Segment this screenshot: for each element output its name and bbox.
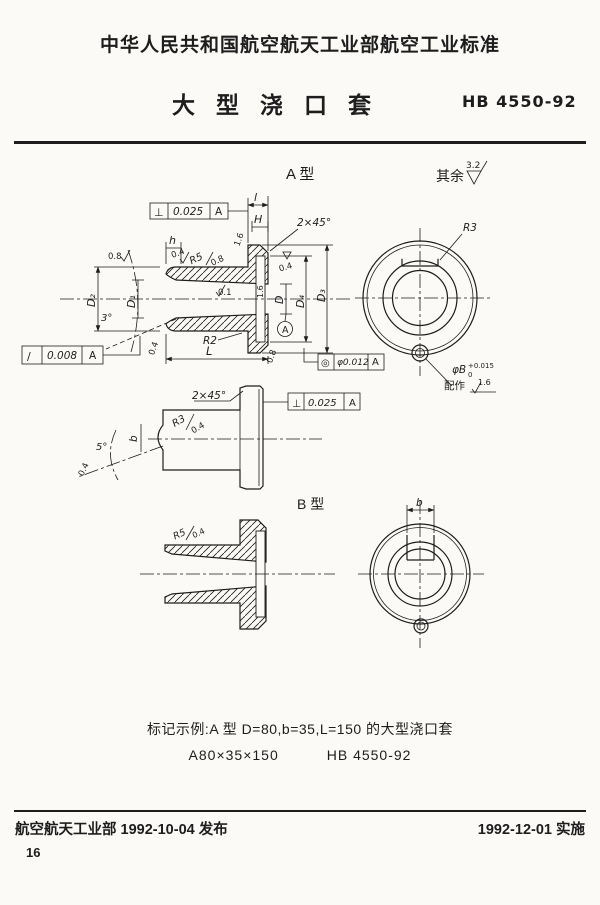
standard-number: HB 4550-92 [462, 92, 577, 111]
dim-D3: D₃ [315, 289, 328, 302]
pin-diameter: φB [452, 364, 466, 376]
designation-example-line: 标记示例:A 型 D=80,b=35,L=150 的大型浇口套 [146, 721, 454, 737]
tolerance-datum: A [89, 350, 97, 362]
pin-hole [413, 618, 429, 634]
type-a-section-view: ⊥ 0.025 A l H 2×45° 1.6 h 0.4 R5 0.8 [21, 191, 350, 365]
type-b-section-view: R5 0.4 [140, 519, 335, 630]
tolerance-value: 0.025 [308, 398, 337, 409]
finish-0-8: 0.8 [265, 349, 279, 365]
chamfer-label: 2×45° [192, 390, 226, 402]
designation-standard: HB 4550-92 [326, 747, 412, 763]
datum-letter: A [282, 325, 289, 336]
pin-hole-callout: φB +0.015 0 配作 1.6 [444, 362, 496, 394]
pin-finish: 1.6 [478, 378, 491, 387]
type-b-end-view: b [358, 497, 484, 648]
tolerance-symbol: ⊥ [154, 206, 164, 219]
tolerance-datum: A [349, 398, 356, 409]
designation-code: A80×35×150 [188, 747, 279, 763]
finish-0-4: 0.4 [77, 461, 92, 477]
tolerance-symbol: ◎ [321, 358, 330, 369]
fit-note: 配作 [444, 380, 465, 392]
dim-R2: R2 [203, 335, 217, 347]
surface-note-label: 其余 [436, 168, 464, 184]
section-hatch-top [164, 519, 267, 563]
dim-H: H [254, 213, 262, 226]
footer-issued: 航空航天工业部 1992-10-04 发布 [15, 822, 228, 838]
tolerance-datum: A [215, 206, 223, 218]
dim-R5: R5 [172, 527, 188, 542]
finish-0-4: 0.4 [170, 247, 186, 261]
dim-D: D [273, 296, 286, 304]
angle-3deg: 3° [101, 313, 112, 324]
dim-R5: R5 [188, 251, 205, 267]
standard-header-line: 中华人民共和国航空航天工业部航空工业标准 [99, 35, 500, 56]
designation-example-code: A80×35×150 HB 4550-92 [0, 747, 600, 763]
section-hatch-top [165, 244, 269, 285]
type-a-end-view: R3 φB +0.015 0 配作 1.6 ◎ φ0.012 A [303, 222, 496, 394]
tolerance-datum: A [372, 357, 379, 368]
pin-tol-upper: +0.015 [468, 362, 494, 370]
tolerance-symbol: ⊥ [292, 398, 301, 410]
type-b-label: B 型 [297, 496, 324, 512]
finish-0-1: 0.1 [218, 288, 232, 298]
slot-notch [401, 258, 439, 267]
dim-R3: R3 [170, 414, 187, 430]
surface-roughness-symbol: 3.2 [466, 160, 488, 185]
tolerance-symbol: ∕ [27, 350, 31, 363]
dim-D4: D₄ [294, 295, 307, 308]
footer-rule [14, 810, 586, 812]
tolerance-frame-concentricity: ◎ φ0.012 A [303, 348, 385, 371]
tolerance-value: 0.025 [173, 206, 203, 218]
angle-5deg: 5° [96, 442, 107, 453]
finish-0-4: 0.4 [147, 341, 161, 357]
finish-0-4: 0.4 [278, 261, 294, 274]
datum-circle [277, 321, 293, 337]
slot-notch [406, 535, 435, 561]
tolerance-frame-perpendicularity: ⊥ 0.025 A [149, 202, 248, 220]
chamfer-label: 2×45° [297, 217, 331, 229]
pin-hole [411, 344, 429, 362]
page-number: 16 [26, 845, 41, 860]
tolerance-frame-slope: ∕ 0.008 A [21, 336, 141, 365]
document-title: 大型浇口套 [172, 92, 392, 118]
dim-l: l [254, 191, 257, 204]
slot-detail-view: b 5° 0.4 2×45° R3 0.4 ⊥ 0.025 A [77, 385, 361, 490]
surface-roughness-value: 3.2 [466, 161, 480, 171]
dim-D2: D₂ [85, 294, 98, 307]
tolerance-value: φ0.012 [337, 358, 369, 368]
finish-0-8: 0.8 [108, 252, 122, 262]
dim-R3: R3 [463, 222, 477, 234]
finish-1-6: 1.6 [256, 285, 265, 298]
finish-0-4: 0.4 [191, 527, 206, 541]
tolerance-value: 0.008 [47, 350, 77, 362]
dim-D1: D₁ [125, 295, 138, 308]
type-a-label: A 型 [286, 166, 314, 183]
section-hatch-bottom [165, 313, 269, 354]
section-hatch-bottom [164, 585, 267, 630]
pin-tol-lower: 0 [468, 371, 472, 379]
footer-effective: 1992-12-01 实施 [477, 822, 585, 838]
dim-L: L [206, 344, 212, 358]
dim-h: h [169, 234, 176, 247]
finish-0-4: 0.4 [190, 421, 207, 436]
dim-b: b [128, 435, 140, 442]
header-rule [14, 141, 586, 144]
dim-b: b [416, 497, 423, 509]
finish-1-6: 1.6 [233, 232, 247, 248]
tolerance-frame-perpendicularity-2: ⊥ 0.025 A [263, 392, 361, 411]
